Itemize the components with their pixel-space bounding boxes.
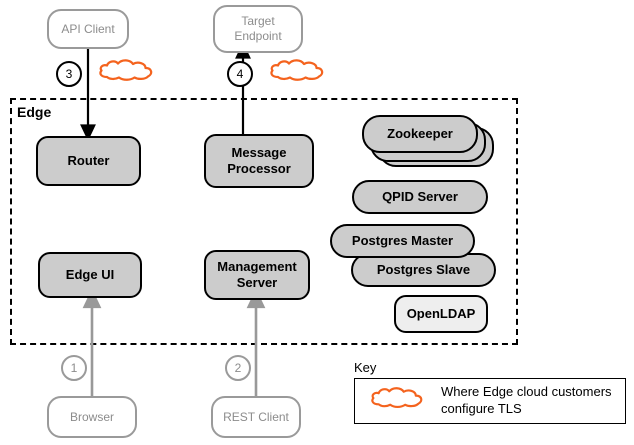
key-title: Key: [354, 360, 377, 375]
node-label: API Client: [61, 21, 115, 36]
node-message-processor[interactable]: Message Processor: [204, 134, 314, 188]
node-label: Edge UI: [65, 266, 115, 282]
node-label: Browser: [69, 409, 114, 424]
node-browser[interactable]: Browser: [47, 396, 137, 438]
node-edge-ui[interactable]: Edge UI: [38, 252, 142, 298]
step-badge-1[interactable]: 1: [61, 355, 87, 381]
edge-boundary-label: Edge: [17, 104, 52, 120]
step-badge-2[interactable]: 2: [225, 355, 251, 381]
node-label-line-1: Management: [217, 258, 297, 274]
node-qpid-server[interactable]: QPID Server: [352, 180, 488, 214]
key-description-line-2: configure TLS: [441, 401, 522, 416]
key-description: Where Edge cloud customers configure TLS: [441, 384, 612, 418]
node-postgres-slave[interactable]: Postgres Slave: [351, 253, 496, 287]
tls-cloud-step-3: [97, 57, 155, 90]
node-label: Postgres Master: [351, 232, 454, 248]
node-router[interactable]: Router: [36, 136, 141, 186]
node-label-line-2: Server: [236, 275, 278, 290]
step-badge-label: 1: [70, 361, 78, 375]
tls-cloud-step-4: [268, 57, 326, 90]
node-label: REST Client: [223, 409, 289, 424]
step-badge-label: 4: [236, 67, 244, 81]
cloud-icon: [371, 387, 423, 409]
key-description-line-1: Where Edge cloud customers: [441, 384, 612, 400]
key-cloud-swatch: [369, 385, 425, 417]
node-api-client[interactable]: API Client: [47, 9, 129, 49]
node-target-endpoint[interactable]: Target Endpoint: [213, 5, 303, 53]
edge-boundary: [10, 98, 518, 345]
node-label: Router: [67, 152, 110, 168]
node-label-line-1: Message: [231, 144, 287, 160]
node-rest-client[interactable]: REST Client: [211, 396, 301, 438]
node-label-line-1: Target: [241, 14, 275, 28]
node-label-line-2: Processor: [227, 161, 291, 176]
node-label: Postgres Slave: [376, 261, 471, 277]
key-box: Where Edge cloud customers configure TLS: [354, 378, 626, 424]
node-label: Zookeeper: [387, 125, 453, 141]
node-openldap[interactable]: OpenLDAP: [394, 295, 488, 333]
step-badge-4[interactable]: 4: [227, 61, 253, 87]
step-badge-label: 2: [234, 361, 242, 375]
node-label: OpenLDAP: [406, 305, 476, 321]
node-management-server[interactable]: Management Server: [204, 250, 310, 300]
step-badge-3[interactable]: 3: [56, 61, 82, 87]
node-zookeeper[interactable]: Zookeeper: [362, 115, 478, 153]
cloud-icon: [270, 59, 324, 81]
cloud-icon: [99, 59, 153, 81]
node-postgres-master[interactable]: Postgres Master: [330, 224, 475, 258]
node-label: QPID Server: [382, 188, 458, 204]
node-label-line-2: Endpoint: [234, 29, 282, 43]
step-badge-label: 3: [65, 67, 73, 81]
